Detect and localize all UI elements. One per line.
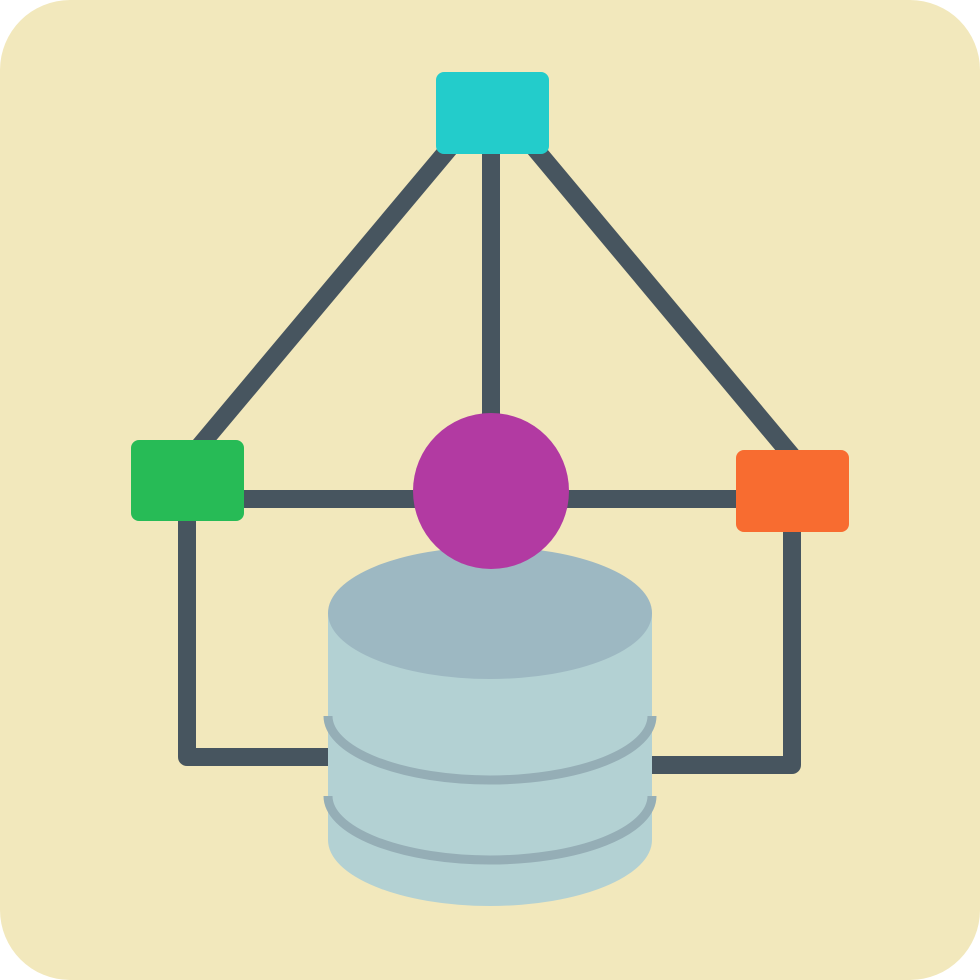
database-band-lower: [323, 795, 657, 865]
left-node: [131, 440, 244, 521]
database-cylinder: [323, 547, 657, 906]
database-band-upper: [323, 715, 657, 785]
database-top: [328, 547, 652, 679]
line-top-to-right: [523, 136, 801, 465]
database-body: [328, 613, 652, 906]
line-top-to-left: [189, 136, 461, 457]
top-node: [436, 72, 549, 154]
right-node: [736, 450, 849, 532]
connection-lines: [178, 136, 801, 774]
line-left-to-database: [178, 509, 339, 766]
hub-node: [413, 413, 569, 569]
line-right-to-database: [643, 519, 801, 774]
